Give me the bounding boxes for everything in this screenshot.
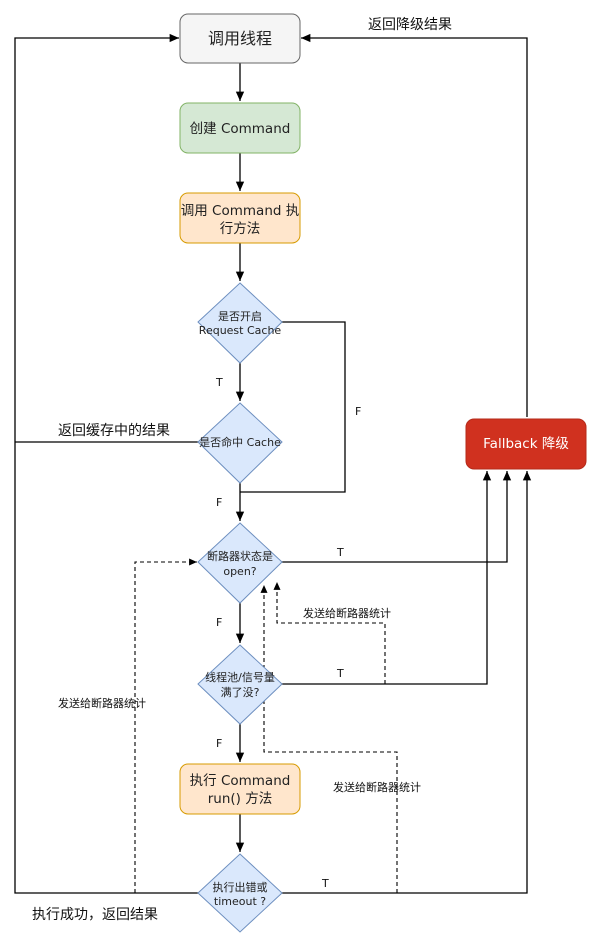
decision-request-cache-shape [197,282,283,364]
edge-pool-true [282,471,492,685]
decision-cache-hit: 是否命中 Cache [197,402,283,484]
decision-error-timeout-shape [197,853,283,933]
decision-pool-full-shape [197,644,283,725]
node-call-thread-label: 调用线程 [208,29,272,48]
node-create-command: 创建 Command [179,102,301,154]
decision-breaker-open-line1: 断路器状态是 [207,549,273,563]
label-f-pool: F [216,737,222,750]
node-call-thread: 调用线程 [179,13,301,64]
node-invoke-line2: 行方法 [220,221,261,237]
node-run-line1: 执行 Command [190,773,291,789]
node-invoke-line1: 调用 Command 执 [181,203,299,219]
node-run-line2: run() 方法 [208,791,273,807]
edge-breaker-true [282,471,512,563]
node-create-command-label: 创建 Command [190,121,291,137]
edge-stats-pool [273,582,386,684]
decision-breaker-open: 断路器状态是 open? [197,522,283,604]
decision-request-cache-line1: 是否开启 [218,310,262,323]
label-send-stats-3: 发送给断路器统计 [333,780,421,794]
decision-error-timeout: 执行出错或 timeout ? [197,853,283,933]
label-return-cache: 返回缓存中的结果 [58,423,170,439]
edge-stats-success [134,558,197,893]
label-success: 执行成功，返回结果 [32,907,158,923]
label-f-breaker: F [216,616,222,629]
node-invoke-command-box [179,192,301,244]
edge-reqcache-false [240,321,346,493]
node-call-thread-box [179,13,301,64]
node-fallback-box [465,418,587,470]
decision-error-timeout-line2: timeout ? [214,895,266,908]
decision-pool-full-line1: 线程池/信号量 [205,670,275,684]
edges [14,33,532,894]
edge-labels: 返回降级结果 返回缓存中的结果 执行成功，返回结果 发送给断路器统计 发送给断路… [32,17,452,923]
decision-pool-full-line2: 满了没? [221,686,260,699]
edge-error-true [282,471,532,894]
label-send-stats-1: 发送给断路器统计 [303,606,391,620]
label-send-stats-2: 发送给断路器统计 [58,696,146,710]
decision-cache-hit-shape [197,402,283,484]
label-t-pool: T [336,667,344,680]
node-run-command: 执行 Command run() 方法 [179,763,301,815]
label-f-cachehit: F [216,496,222,509]
node-fallback-label: Fallback 降级 [483,436,569,452]
decision-request-cache-line2: Request Cache [199,324,282,337]
label-return-fallback: 返回降级结果 [368,17,452,33]
node-invoke-command: 调用 Command 执 行方法 [179,192,301,244]
edge-success-return [14,33,198,894]
node-create-command-box [179,102,301,154]
label-f-reqcache: F [355,405,361,418]
label-t-error: T [321,877,329,890]
label-t-reqcache: T [215,376,223,389]
decision-breaker-open-line2: open? [223,565,256,578]
node-run-command-box [179,763,301,815]
decision-pool-full: 线程池/信号量 满了没? [197,644,283,725]
label-t-breaker: T [336,546,344,559]
decision-cache-hit-label: 是否命中 Cache [199,435,281,449]
decision-breaker-open-shape [197,522,283,604]
edge-stats-error [260,585,398,893]
decision-request-cache: 是否开启 Request Cache [197,282,283,364]
edge-fallback-return [301,33,528,417]
decision-error-timeout-line1: 执行出错或 [213,880,268,894]
node-fallback: Fallback 降级 [465,418,587,470]
